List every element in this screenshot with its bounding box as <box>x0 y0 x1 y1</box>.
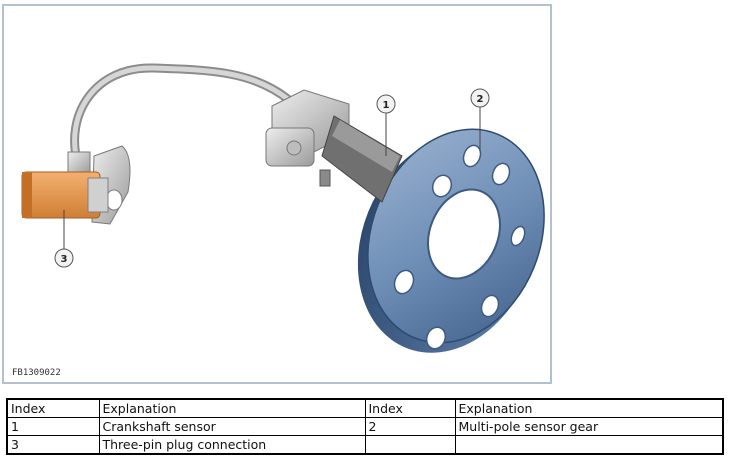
mounting-bracket <box>67 145 131 225</box>
callout-3: 3 <box>54 210 74 268</box>
header-index: Index <box>364 398 456 418</box>
legend-table: Index Explanation Index Explanation 1 Cr… <box>6 398 724 455</box>
index-cell: 1 <box>6 417 100 436</box>
explanation-cell: Three-pin plug connection <box>98 435 366 455</box>
technical-illustration: 1 2 3 FB1309022 <box>2 4 552 384</box>
index-cell: 2 <box>364 417 456 436</box>
explanation-cell <box>454 435 724 455</box>
callout-2: 2 <box>470 88 490 150</box>
explanation-cell: Multi-pole sensor gear <box>454 417 724 436</box>
header-index: Index <box>6 398 100 418</box>
sensor-illustration: 1 2 3 <box>21 63 545 353</box>
figure-id-label: FB1309022 <box>12 368 61 378</box>
svg-text:3: 3 <box>61 254 68 265</box>
svg-text:2: 2 <box>477 94 484 105</box>
explanation-cell: Crankshaft sensor <box>98 417 366 436</box>
sensor-gear <box>357 128 545 353</box>
legend-header-row: Index Explanation Index Explanation <box>6 398 724 418</box>
header-explanation: Explanation <box>98 398 366 418</box>
index-cell <box>364 435 456 455</box>
table-row: 3 Three-pin plug connection <box>6 435 724 455</box>
three-pin-plug <box>21 171 109 219</box>
callout-1: 1 <box>376 94 396 156</box>
index-cell: 3 <box>6 435 100 455</box>
svg-text:1: 1 <box>383 100 390 111</box>
crankshaft-sensor <box>265 89 403 203</box>
header-explanation: Explanation <box>454 398 724 418</box>
table-row: 1 Crankshaft sensor 2 Multi-pole sensor … <box>6 417 724 436</box>
